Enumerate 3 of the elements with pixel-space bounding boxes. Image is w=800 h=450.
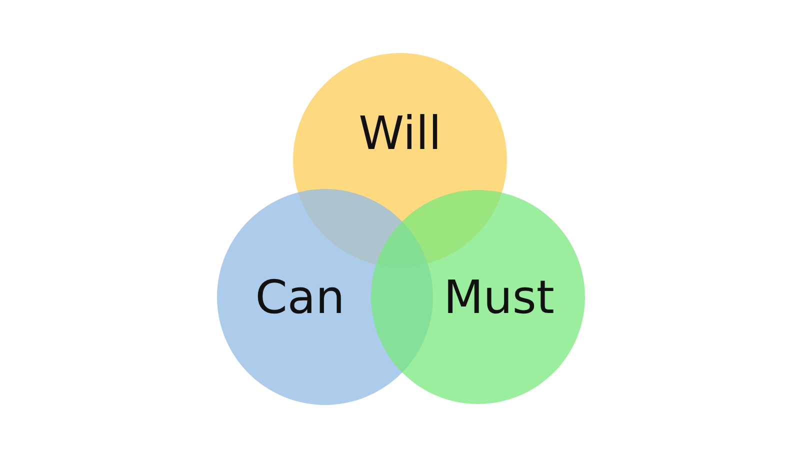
circle-label: Can xyxy=(255,274,345,320)
circle-label: Will xyxy=(358,110,442,156)
circle-label: Must xyxy=(444,274,554,320)
